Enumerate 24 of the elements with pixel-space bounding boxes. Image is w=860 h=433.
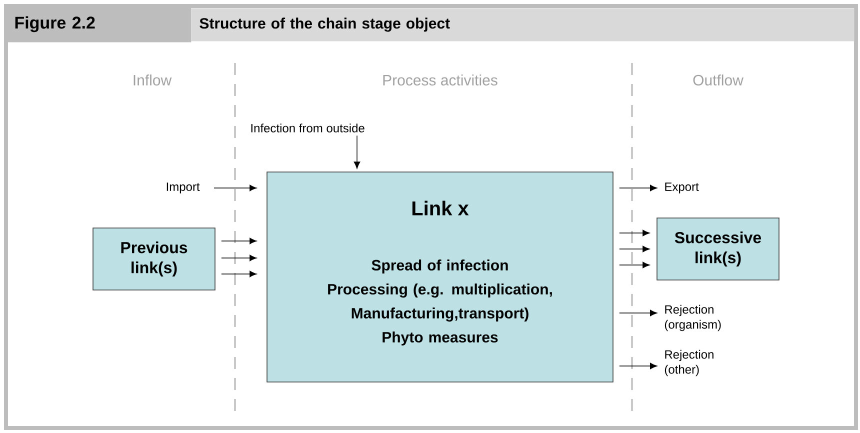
arrow [619, 246, 650, 252]
column-heading: Process activities [383, 74, 498, 86]
arrow [619, 310, 658, 316]
arrow [221, 238, 257, 244]
arrow [221, 270, 257, 278]
figure-title: Structure of the chain stage object [191, 8, 854, 42]
column-heading: Inflow [134, 74, 172, 86]
arrow [354, 135, 360, 169]
flow-label: Infection from outside [251, 124, 364, 132]
arrow [619, 362, 658, 370]
process-box: Link x Spread of infection Processing (e.g. multiplication, Manufacturing,transport) Phyto measures [266, 172, 614, 382]
arrow [214, 184, 257, 192]
arrow [619, 262, 650, 268]
arrow [619, 230, 650, 236]
flow-label: Rejection (organism) [664, 304, 721, 332]
link-box: Successive link(s) [656, 218, 780, 280]
figure-number: Figure 2.2 [6, 6, 192, 42]
flow-label: Rejection (other) [664, 350, 714, 376]
flow-label: Export [665, 182, 699, 194]
arrow [221, 254, 257, 262]
column-heading: Outflow [693, 74, 744, 86]
arrow [619, 184, 658, 192]
link-box: Previous link(s) [92, 228, 216, 290]
flow-label: Import [166, 182, 200, 194]
